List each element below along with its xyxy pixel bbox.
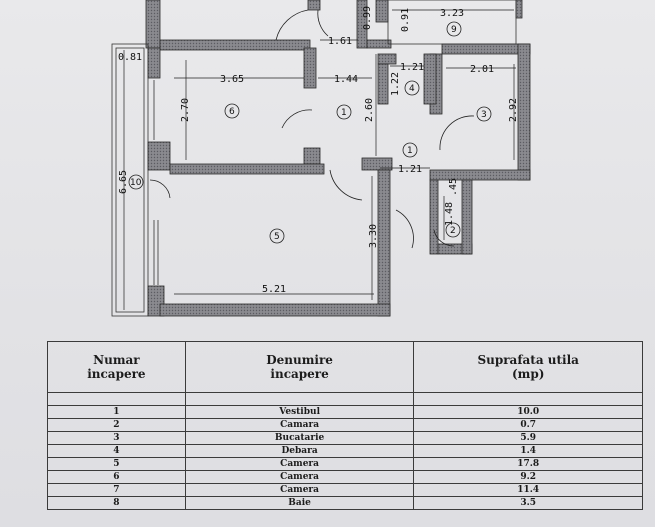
- room-marker-2: 2: [450, 226, 456, 236]
- door-swings: [149, 9, 475, 249]
- room-marker-3: 3: [481, 110, 487, 120]
- dim-3-30: 3.30: [368, 224, 379, 248]
- header-name: Denumire incapere: [184, 341, 415, 393]
- room-marker-6: 6: [229, 107, 235, 117]
- floor-plan: 1.61 0.99 0.91 3.23 0.81 3.65 1.44 1.22 …: [111, 0, 531, 317]
- dim-6-65: 6.65: [118, 170, 129, 194]
- table-header-row: Numar incapere Denumire incapere Suprafa…: [47, 341, 643, 393]
- dim-2-92: 2.92: [508, 98, 519, 122]
- room-marker-1b: 1: [407, 146, 413, 156]
- dim-2-01: 2.01: [470, 64, 494, 75]
- room-marker-1: 1: [341, 108, 347, 118]
- room-marker-4: 4: [409, 84, 415, 94]
- dim-2-70: 2.70: [180, 98, 191, 122]
- walls: [145, 0, 531, 317]
- dim-1-48: 1.48: [444, 202, 455, 226]
- dim-1-21-top: 1.21: [400, 62, 424, 73]
- dim-2-60: 2.60: [364, 98, 375, 122]
- dim-0-99: 0.99: [362, 6, 373, 30]
- header-area: Suprafata utila (mp): [413, 341, 643, 393]
- dimension-lines: [123, 9, 516, 310]
- room-area-table: Numar incapere Denumire incapere Suprafa…: [47, 341, 643, 510]
- room-marker-5: 5: [274, 232, 280, 242]
- room-marker-circles: [128, 21, 492, 244]
- dim-1-61: 1.61: [328, 36, 352, 47]
- balcony-outlines: [111, 0, 517, 317]
- room-marker-9: 9: [451, 25, 457, 35]
- dim-1-44: 1.44: [334, 74, 358, 85]
- dim-0-45: .45: [448, 178, 459, 196]
- dim-1-22: 1.22: [390, 72, 401, 96]
- dim-0-91: 0.91: [400, 8, 411, 32]
- dim-3-65: 3.65: [220, 74, 244, 85]
- dim-5-21: 5.21: [262, 284, 286, 295]
- dim-0-81: 0.81: [118, 52, 142, 63]
- header-number: Numar incapere: [47, 341, 186, 393]
- dim-1-21-bottom: 1.21: [398, 164, 422, 175]
- dim-3-23: 3.23: [440, 8, 464, 19]
- room-marker-10: 10: [130, 178, 142, 188]
